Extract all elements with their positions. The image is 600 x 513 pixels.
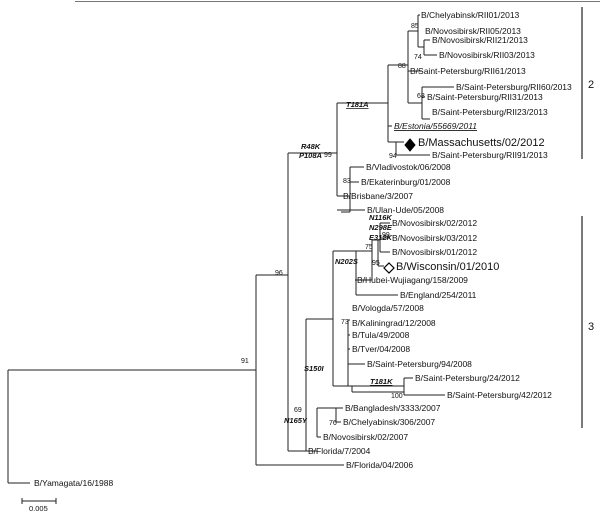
taxon-label: B/Chelyabinsk/RII01/2013 — [421, 10, 520, 20]
bootstrap-value: 95 — [372, 260, 380, 267]
mutation-label: N202S — [335, 257, 358, 266]
filled-diamond-icon — [404, 138, 416, 152]
bootstrap-value: 91 — [241, 358, 249, 365]
taxon-label: B/Florida/7/2004 — [308, 446, 371, 456]
mutation-label: P108A — [299, 151, 322, 160]
strain-markers — [383, 138, 416, 274]
taxon-label: B/Saint-Petersburg/RII31/2013 — [427, 92, 543, 102]
taxon-label: B/Novosibirsk/02/2012 — [392, 218, 477, 228]
bootstrap-value: 94 — [389, 153, 397, 160]
taxon-label: B/Brisbane/3/2007 — [343, 191, 413, 201]
clade-label: 3 — [588, 321, 594, 333]
mutation-label: R48K — [301, 142, 321, 151]
taxon-label: B/Yamagata/16/1988 — [34, 478, 114, 488]
bootstrap-value: 88 — [398, 63, 406, 70]
scale-bar: 0.005 — [21, 498, 57, 513]
taxon-label: B/Novosibirsk/RII03/2013 — [439, 50, 535, 60]
mutation-label: E312K — [369, 233, 393, 242]
mutation-label: N298E — [369, 223, 393, 232]
clade-3-bracket: 3 — [581, 216, 594, 428]
clade-2-bracket: 2 — [581, 7, 594, 159]
taxon-label: B/Novosibirsk/RII05/2013 — [425, 26, 521, 36]
taxon-label: B/Tula/49/2008 — [352, 330, 410, 340]
taxon-label: B/England/254/2011 — [400, 290, 477, 300]
taxon-label: B/Novosibirsk/01/2012 — [392, 247, 477, 257]
taxon-label: B/Vladivostok/06/2008 — [366, 162, 451, 172]
mutation-label: T181A — [346, 100, 369, 109]
mutation-label: N165Y — [284, 416, 308, 425]
mutation-label: T181K — [370, 377, 393, 386]
bootstrap-value: 99 — [324, 152, 332, 159]
tip-labels: B/Chelyabinsk/RII01/2013 B/Novosibirsk/R… — [34, 10, 572, 488]
taxon-label: B/Saint-Petersburg/94/2008 — [367, 359, 472, 369]
taxon-label: B/Saint-Petersburg/24/2012 — [415, 373, 520, 383]
taxon-label: B/Vologda/57/2008 — [352, 303, 424, 313]
bootstrap-value: 68 — [417, 93, 425, 100]
taxon-label: B/Saint-Petersburg/RII60/2013 — [456, 82, 572, 92]
taxon-label: B/Kaliningrad/12/2008 — [352, 318, 436, 328]
taxon-label: B/Chelyabinsk/306/2007 — [343, 417, 435, 427]
taxon-label: B/Wisconsin/01/2010 — [396, 261, 499, 273]
taxon-label: B/Florida/04/2006 — [346, 460, 413, 470]
taxon-label: B/Saint-Petersburg/42/2012 — [447, 390, 552, 400]
taxon-label: B/Tver/04/2008 — [352, 344, 410, 354]
open-diamond-icon — [383, 262, 395, 274]
bootstrap-value: 76 — [329, 420, 337, 427]
bootstrap-value: 99 — [382, 232, 390, 239]
bootstrap-value: 69 — [294, 407, 302, 414]
bootstrap-value: 96 — [275, 270, 283, 277]
bootstrap-value: 100 — [391, 393, 403, 400]
taxon-label: B/Novosibirsk/RII21/2013 — [432, 35, 528, 45]
clade-label: 2 — [588, 79, 594, 91]
taxon-label: B/Ulan-Ude/05/2008 — [367, 205, 444, 215]
taxon-label: B/Ekaterinburg/01/2008 — [361, 177, 451, 187]
taxon-label: B/Novosibirsk/02/2007 — [323, 432, 408, 442]
bootstrap-value: 83 — [343, 178, 351, 185]
scale-bar-label: 0.005 — [29, 504, 48, 513]
bootstrap-value: 75 — [365, 244, 373, 251]
bootstrap-values: 85 74 88 68 94 99 83 99 75 95 73 100 76 … — [241, 23, 425, 427]
bootstrap-value: 73 — [341, 319, 349, 326]
bootstrap-value: 85 — [411, 23, 419, 30]
taxon-label: B/Saint-Petersburg/RII91/2013 — [432, 150, 548, 160]
taxon-label: B/Bangladesh/3333/2007 — [345, 403, 441, 413]
taxon-label: B/Saint-Petersburg/RII23/2013 — [432, 107, 548, 117]
tree-branches — [7, 14, 454, 484]
taxon-label: B/Massachusetts/02/2012 — [418, 137, 545, 149]
taxon-label: B/Hubei-Wujiagang/158/2009 — [357, 275, 468, 285]
mutation-label: S150I — [304, 364, 325, 373]
mutation-label: N116K — [369, 213, 392, 222]
taxon-label: B/Estonia/55669/2011 — [394, 121, 477, 131]
bootstrap-value: 74 — [414, 54, 422, 61]
taxon-label: B/Novosibirsk/03/2012 — [392, 233, 477, 243]
mutation-labels: T181A R48K P108A N116K N298E E312K N202S… — [284, 100, 393, 425]
taxon-label: B/Saint-Petersburg/RII61/2013 — [410, 66, 526, 76]
